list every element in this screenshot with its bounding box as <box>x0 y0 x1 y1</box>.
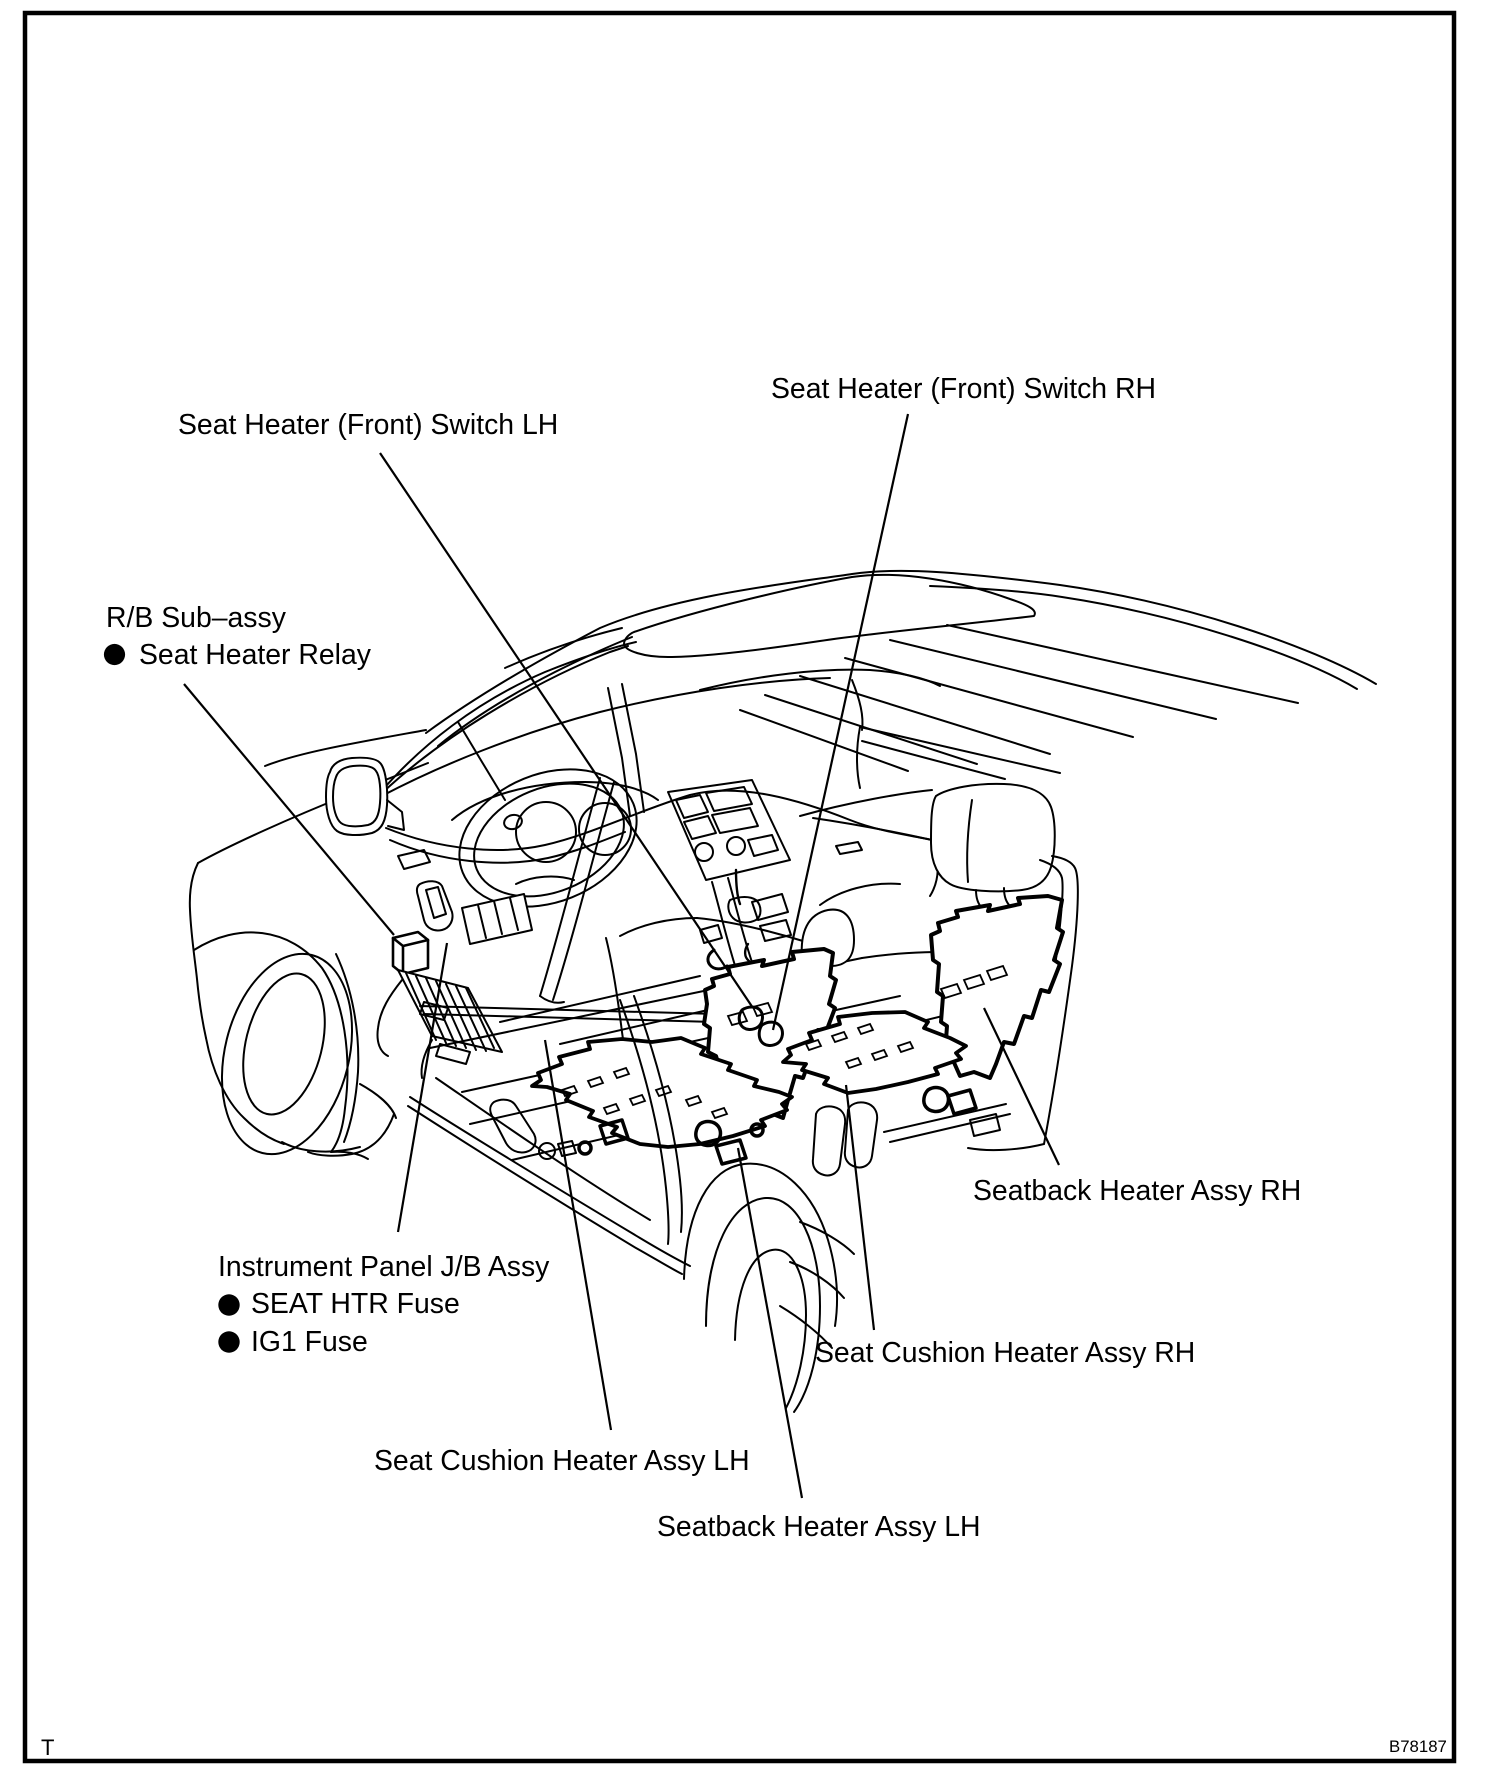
svg-text:B78187: B78187 <box>1389 1737 1447 1756</box>
svg-text:SEAT HTR Fuse: SEAT HTR Fuse <box>251 1288 460 1320</box>
svg-text:Seatback Heater Assy RH: Seatback Heater Assy RH <box>973 1175 1301 1207</box>
svg-text:Seat Cushion Heater Assy RH: Seat Cushion Heater Assy RH <box>815 1337 1195 1369</box>
svg-text:Seat Heater Relay: Seat Heater Relay <box>139 639 372 671</box>
svg-text:Seat Heater (Front) Switch RH: Seat Heater (Front) Switch RH <box>771 373 1156 405</box>
svg-text:Instrument Panel J/B Assy: Instrument Panel J/B Assy <box>218 1251 550 1283</box>
svg-text:IG1 Fuse: IG1 Fuse <box>251 1326 368 1358</box>
svg-text:Seatback Heater Assy LH: Seatback Heater Assy LH <box>657 1511 981 1543</box>
svg-text:T: T <box>41 1735 54 1760</box>
svg-text:Seat Cushion Heater Assy LH: Seat Cushion Heater Assy LH <box>374 1445 750 1477</box>
svg-text:Seat Heater (Front) Switch LH: Seat Heater (Front) Switch LH <box>178 409 558 441</box>
svg-text:R/B Sub–assy: R/B Sub–assy <box>106 602 287 634</box>
